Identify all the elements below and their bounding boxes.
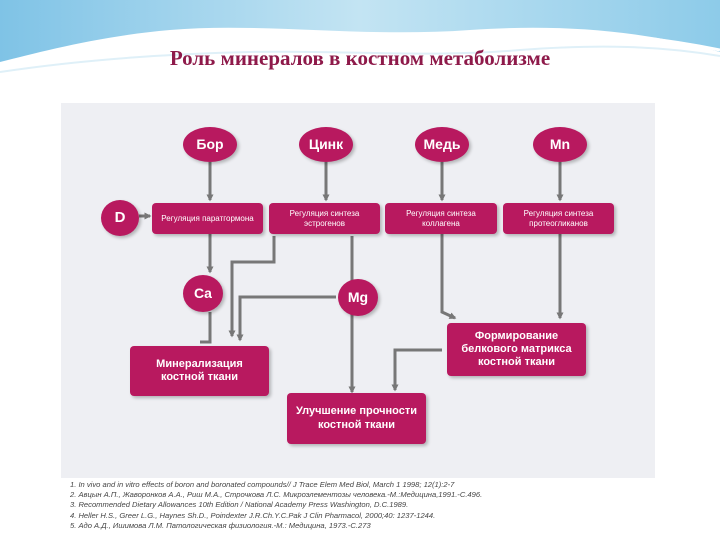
arrow-ca-to-mineralization [200, 312, 212, 344]
node-bone-strength: Улучшение прочности костной ткани [287, 393, 426, 444]
reference-item: 4. Heller H.S., Greer L.G., Haynes Sh.D.… [70, 510, 436, 520]
node-calcium: Ca [183, 275, 223, 312]
node-vitamin-d: D [101, 200, 139, 236]
arrow-collagen-to-matrix [440, 234, 457, 320]
node-mineralization: Минерализация костной ткани [130, 346, 269, 396]
reference-item: 3. Recommended Dietary Allowances 10th E… [70, 500, 409, 510]
node-regulation-estrogens: Регуляция синтеза эстрогенов [269, 203, 380, 234]
references-list: 1. In vivo and in vitro effects of boron… [70, 480, 715, 531]
reference-item: 2. Авцын А.П., Жаворонков А.А., Риш М.А.… [70, 490, 483, 500]
node-boron: Бор [183, 127, 237, 162]
node-manganese: Mn [533, 127, 587, 162]
node-zinc: Цинк [299, 127, 353, 162]
arrow-mg-to-mineralization [236, 295, 336, 342]
node-magnesium: Mg [338, 279, 378, 316]
node-protein-matrix: Формирование белкового матрикса костной … [447, 323, 586, 376]
node-regulation-parathormone: Регуляция паратгормона [152, 203, 263, 234]
arrow-estrogens-to-ca [228, 236, 276, 338]
reference-item: 5. Адо А.Д., Ишимова Л.М. Патологическая… [70, 520, 371, 530]
node-regulation-collagen: Регуляция синтеза коллагена [385, 203, 497, 234]
node-regulation-proteoglycans: Регуляция синтеза протеогликанов [503, 203, 614, 234]
slide-title: Роль минералов в костном метаболизме [169, 46, 551, 70]
reference-item: 1. In vivo and in vitro effects of boron… [70, 480, 455, 489]
arrow-matrix-to-strength [391, 348, 442, 392]
node-copper: Медь [415, 127, 469, 162]
header-wave-decoration [0, 0, 720, 73]
